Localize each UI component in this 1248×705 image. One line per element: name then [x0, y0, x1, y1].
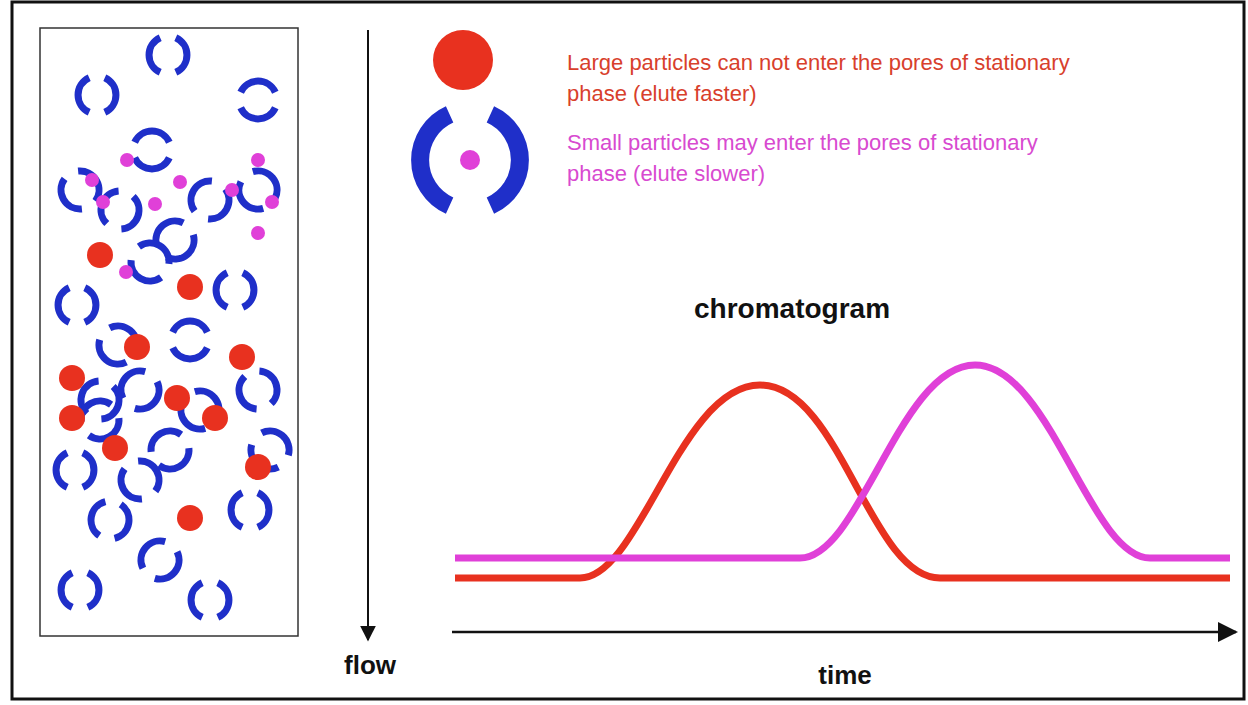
bead-half: [155, 552, 179, 579]
bead-half: [420, 114, 449, 205]
bead-half: [105, 78, 116, 113]
bead-half: [159, 448, 189, 469]
bead-half: [149, 38, 160, 73]
small-particle: [265, 195, 279, 209]
bead-half: [191, 583, 202, 618]
small-particle: [251, 153, 265, 167]
large-particle: [164, 385, 190, 411]
small-particle: [225, 183, 239, 197]
bead-half: [58, 288, 69, 323]
bead-half: [231, 493, 242, 528]
bead-half: [208, 189, 229, 219]
large-particle: [177, 505, 203, 531]
large-particle: [229, 344, 255, 370]
large-particle: [245, 454, 271, 480]
bead-half: [121, 469, 142, 499]
bead-half: [56, 453, 67, 488]
bead-half: [176, 38, 187, 73]
bead-half: [135, 382, 159, 409]
small-particle: [96, 195, 110, 209]
bead-half: [83, 453, 94, 488]
large-particle: [177, 274, 203, 300]
bead-half: [115, 504, 129, 538]
outer-frame: [12, 2, 1244, 699]
bead-half: [141, 541, 165, 568]
legend-text: Small particles may enter the pores of s…: [567, 127, 1087, 189]
time-axis: [452, 631, 1236, 634]
large-particle: [59, 365, 85, 391]
porous-bead-icon: [420, 114, 520, 205]
large-particle: [102, 435, 128, 461]
large-particle-icon: [433, 30, 493, 90]
bead-half: [61, 573, 72, 608]
bead-half: [81, 401, 111, 422]
bead-half: [151, 431, 181, 452]
bead-half: [239, 376, 257, 409]
large-particle: [124, 334, 150, 360]
bead-half: [239, 182, 263, 209]
large-particle: [87, 242, 113, 268]
legend-text: Large particles can not enter the pores …: [567, 47, 1087, 109]
large-peak: [455, 385, 1230, 578]
small-particle: [85, 173, 99, 187]
large-particle: [59, 405, 85, 431]
bead-half: [135, 131, 170, 142]
bead-half: [78, 171, 99, 201]
small-particle: [148, 197, 162, 211]
bead-half: [173, 348, 208, 359]
flow-arrow: [367, 30, 369, 640]
large-particle: [202, 405, 228, 431]
column-packing: [56, 38, 289, 618]
axis-label: time: [800, 660, 890, 690]
bead-half: [85, 288, 96, 323]
bead-half: [138, 461, 159, 491]
bead-half: [156, 221, 183, 245]
bead-half: [258, 493, 269, 528]
bead-half: [490, 114, 519, 205]
small-particle: [120, 153, 134, 167]
bead-half: [91, 502, 105, 536]
small-particle-icon: [460, 150, 480, 170]
bead-half: [243, 273, 254, 308]
bead-half: [131, 260, 161, 281]
bead-half: [135, 158, 170, 169]
bead-half: [173, 321, 208, 332]
small-peak: [455, 365, 1230, 558]
bead-half: [262, 431, 289, 455]
bead-half: [241, 108, 276, 119]
chart-title: chromatogram: [694, 292, 994, 326]
bead-half: [99, 340, 126, 364]
bead-half: [259, 371, 277, 404]
bead-half: [218, 583, 229, 618]
bead-half: [121, 196, 139, 229]
small-particle: [251, 226, 265, 240]
bead-half: [253, 171, 277, 198]
small-particle: [119, 265, 133, 279]
bead-half: [216, 273, 227, 308]
bead-half: [78, 78, 89, 113]
axis-label: flow: [330, 650, 410, 680]
bead-half: [139, 243, 169, 264]
small-particle: [173, 175, 187, 189]
bead-half: [88, 573, 99, 608]
bead-half: [121, 371, 145, 398]
column: [40, 28, 298, 636]
bead-half: [191, 181, 212, 211]
bead-half: [241, 81, 276, 92]
bead-half: [61, 179, 82, 209]
